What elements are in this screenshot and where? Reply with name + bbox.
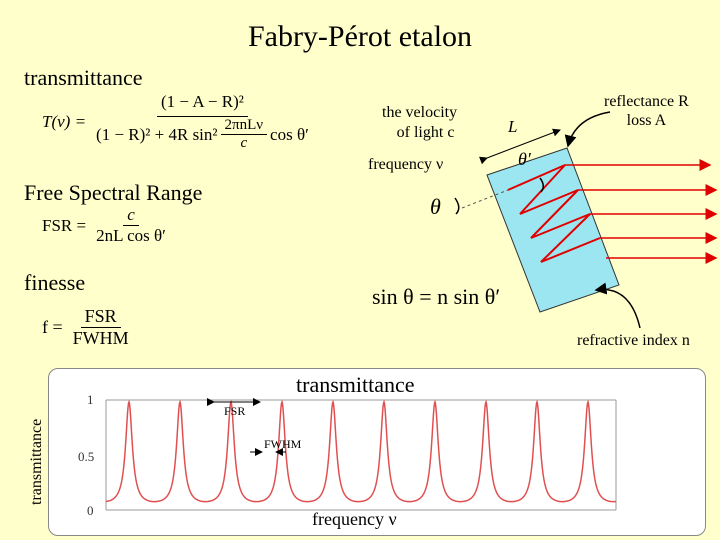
ytick-label-0: 0 [87, 503, 94, 518]
transmittance-equation: T(ν) = (1 − A − R)² (1 − R)² + 4R sin² 2… [42, 92, 313, 152]
fsr-label: FSR [224, 404, 245, 418]
equation-fsr-numerator: c [123, 205, 139, 226]
section-finesse-heading: finesse [24, 270, 86, 295]
plot-title: transmittance [296, 372, 415, 397]
section-fsr-heading: Free Spectral Range [24, 180, 203, 205]
ytick-label-1: 1 [87, 392, 94, 407]
surface-normal [461, 189, 509, 209]
theta-prime-arc [539, 177, 544, 193]
plot-xlabel: frequency ν [312, 509, 397, 529]
finesse-equation: f = FSR FWHM [42, 306, 133, 349]
refractive-index-pointer [594, 282, 641, 329]
velocity-of-light-note: the velocity of light c [382, 103, 457, 143]
equation-T-inner-numerator: 2πnLν [220, 117, 268, 135]
reflectance-pointer [564, 111, 611, 148]
equation-T-inner-denominator: c [240, 135, 248, 151]
section-transmittance-heading: transmittance [24, 65, 143, 90]
thickness-dimension-line [479, 128, 561, 165]
refractive-index-note: refractive index n [577, 332, 690, 349]
page-title: Fabry-Pérot etalon [247, 20, 473, 53]
reflectance-line-2: loss A [626, 112, 667, 129]
equation-T-lhs: T(ν) = [42, 112, 87, 131]
equation-fsr-lhs: FSR = [42, 215, 87, 235]
fwhm-label: FWHM [264, 437, 302, 451]
label-L: L [507, 117, 517, 136]
equation-T-denominator-b: cos θ′ [270, 124, 309, 144]
plot-area [106, 400, 616, 510]
frequency-note: frequency ν [368, 156, 444, 173]
reflectance-line-1: reflectance R [604, 93, 689, 110]
velocity-line-1: the velocity [382, 104, 458, 121]
fsr-equation: FSR = c 2nL cos θ′ [42, 205, 170, 246]
label-theta-prime: θ′ [518, 149, 532, 169]
reflectance-note: reflectance R loss A [604, 92, 689, 130]
equation-f-numerator: FSR [80, 306, 121, 328]
equation-T-denominator-a: (1 − R)² + 4R sin² [96, 124, 218, 144]
internal-reflections [507, 164, 601, 263]
theta-arc [454, 197, 460, 215]
ytick-label-05: 0.5 [78, 449, 94, 464]
equation-f-denominator: FWHM [72, 328, 129, 348]
velocity-line-2: of light c [396, 124, 455, 141]
equation-f-lhs: f = [42, 317, 63, 337]
label-theta: θ [430, 194, 441, 219]
equation-T-numerator: (1 − A − R)² [157, 92, 248, 117]
snell-law: sin θ = n sin θ′ [372, 284, 501, 309]
transmittance-curve [105, 399, 616, 503]
equation-fsr-denominator: 2nL cos θ′ [96, 226, 166, 245]
